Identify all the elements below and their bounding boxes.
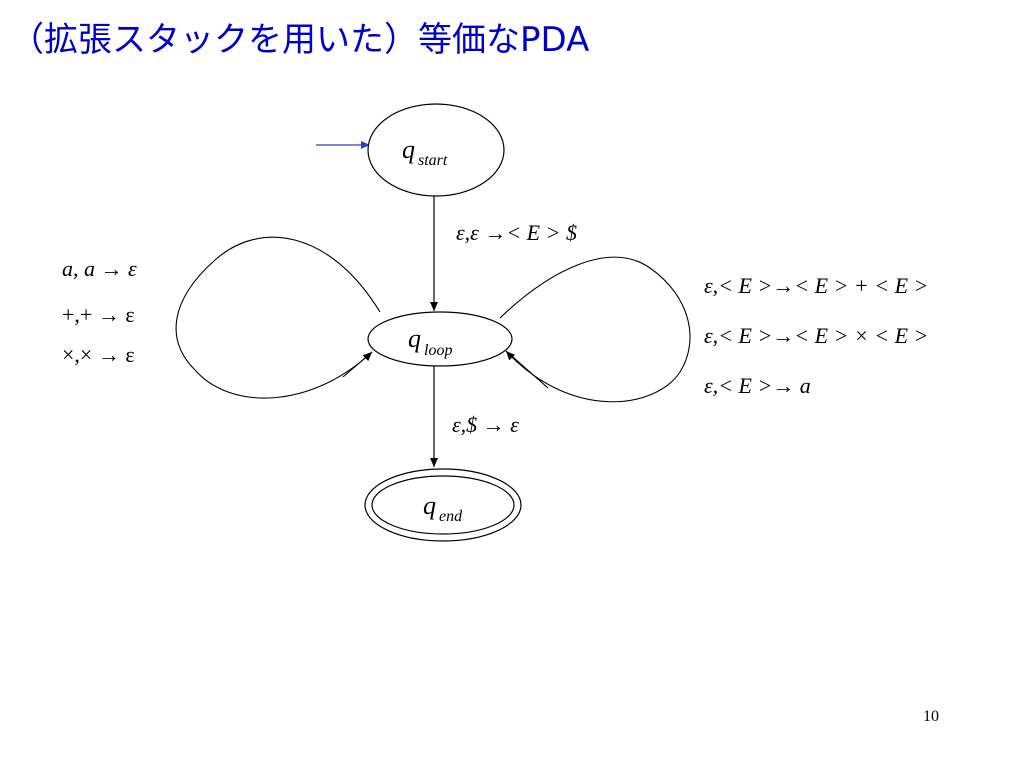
label-right-loop-1: ε,< E >→< E > + < E > <box>704 273 928 298</box>
label-left-loop-1: a, a → ε <box>62 256 137 281</box>
state-q-start-main: q <box>402 135 415 164</box>
page-number: 10 <box>923 708 939 725</box>
label-left-loop-3: ×,× → ε <box>62 342 135 367</box>
label-right-loop-3: ε,< E >→ a <box>704 373 811 398</box>
state-q-loop-main: q <box>408 324 421 353</box>
edge-left-self-loop <box>175 236 381 399</box>
label-loop-to-end: ε,$ → ε <box>452 412 519 437</box>
state-q-loop-sub: loop <box>424 342 452 359</box>
state-q-end-sub: end <box>439 508 463 525</box>
state-q-end-main: q <box>423 491 436 520</box>
label-right-loop-2: ε,< E >→< E > × < E > <box>704 323 928 348</box>
edge-right-self-loop <box>499 256 691 403</box>
left-loop-arrow-tail <box>342 351 373 378</box>
label-left-loop-2: +,+ → ε <box>62 302 135 327</box>
label-start-to-loop: ε,ε →< E > $ <box>456 220 577 245</box>
right-loop-arrow-tail <box>505 350 549 389</box>
state-q-end: q end <box>364 468 522 542</box>
slide-title: （拡張スタックを用いた）等価なPDA <box>10 20 590 60</box>
state-q-loop: q loop <box>367 311 513 367</box>
state-q-start: q start <box>367 103 505 197</box>
state-q-start-sub: start <box>418 152 448 169</box>
